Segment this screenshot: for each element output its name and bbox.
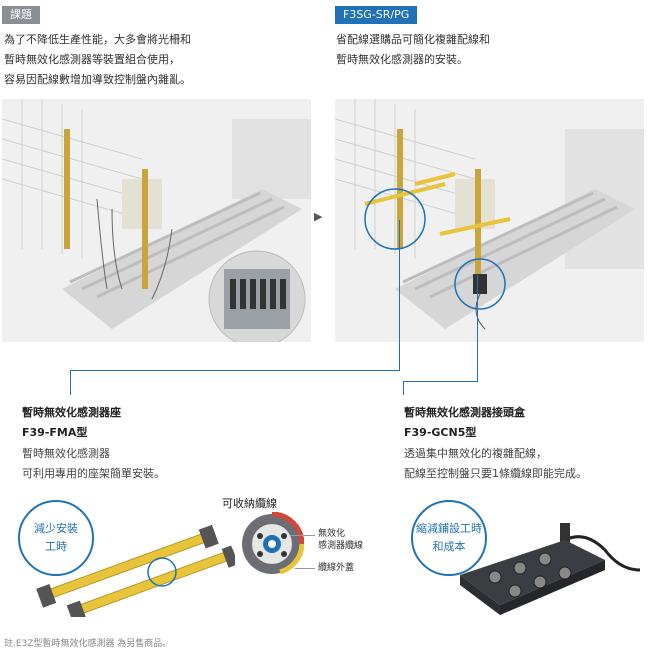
before-illustration	[2, 99, 311, 342]
badge-b-line-2: 和成本	[432, 540, 466, 553]
product-b-description: 透過集中無效化的複雜配線， 配線至控制盤只要1條纜線即能完成。	[404, 444, 587, 484]
product-b-desc-line-1: 透過集中無效化的複雜配線，	[404, 447, 547, 460]
product-b-model: F39-GCN5型	[404, 426, 477, 439]
challenge-line-1: 為了不降低生產性能，大多會將光柵和	[4, 33, 191, 46]
solution-line-1: 省配線選購品可簡化複雜配線和	[336, 33, 490, 46]
solution-text: 省配線選購品可簡化複雜配線和 暫時無效化感測器的安裝。	[336, 30, 490, 70]
product-a-benefit-badge: 減少安裝工時	[18, 500, 94, 576]
product-a-title: 暫時無效化感測器座	[22, 406, 121, 419]
connector-line-a-horizontal	[70, 370, 400, 371]
product-a-model: F39-FMA型	[22, 426, 88, 439]
cable-label-sensor-line-2: 感測器纜線	[318, 541, 364, 551]
cable-leader-line-1	[290, 535, 315, 536]
connector-line-b-vertical	[477, 275, 478, 382]
badge-b-line-1: 縮減鋪設工時	[416, 522, 482, 535]
product-b-illustration	[455, 515, 645, 620]
product-a-illustration	[30, 505, 238, 625]
badge-a-line-2: 工時	[45, 540, 67, 553]
connector-line-a-drop	[70, 370, 71, 395]
challenge-tag: 課題	[2, 6, 40, 24]
product-a-desc-line-1: 暫時無效化感測器	[22, 447, 110, 460]
cable-cross-section	[240, 511, 305, 576]
challenge-line-2: 暫時無效化感測器等裝置組合使用，	[4, 53, 180, 66]
cable-label-cover: 纜線外蓋	[318, 563, 355, 573]
connector-line-b-drop	[403, 381, 404, 395]
product-b-title: 暫時無效化感測器接頭盒	[404, 406, 525, 419]
product-b-benefit-badge: 縮減鋪設工時和成本	[411, 500, 487, 576]
challenge-text: 為了不降低生產性能，大多會將光柵和 暫時無效化感測器等裝置組合使用， 容易因配線…	[4, 30, 191, 90]
product-a-description: 暫時無效化感測器 可利用專用的座架簡單安裝。	[22, 444, 165, 484]
cable-title: 可收納纜線	[222, 497, 277, 510]
footnote: 註.E3Z型暫時無效化感測器 為另售商品。	[4, 639, 172, 649]
connector-line-b-horizontal	[403, 381, 478, 382]
solution-line-2: 暫時無效化感測器的安裝。	[336, 53, 468, 66]
cable-leader-line-2	[295, 568, 315, 569]
challenge-line-3: 容易因配線數增加導致控制盤內雜亂。	[4, 73, 191, 86]
connector-line-a-vertical	[399, 220, 400, 371]
solution-tag: F3SG-SR/PG	[335, 6, 418, 24]
cable-label-sensor: 無效化 感測器纜線	[318, 528, 363, 552]
product-a-desc-line-2: 可利用專用的座架簡單安裝。	[22, 467, 165, 480]
transition-arrow-icon: ▶	[314, 210, 323, 223]
cable-label-sensor-line-1: 無效化	[318, 529, 346, 539]
product-b-desc-line-2: 配線至控制盤只要1條纜線即能完成。	[404, 467, 587, 480]
spacer	[400, 395, 401, 396]
after-illustration	[335, 99, 644, 342]
badge-a-line-1: 減少安裝	[34, 522, 78, 535]
